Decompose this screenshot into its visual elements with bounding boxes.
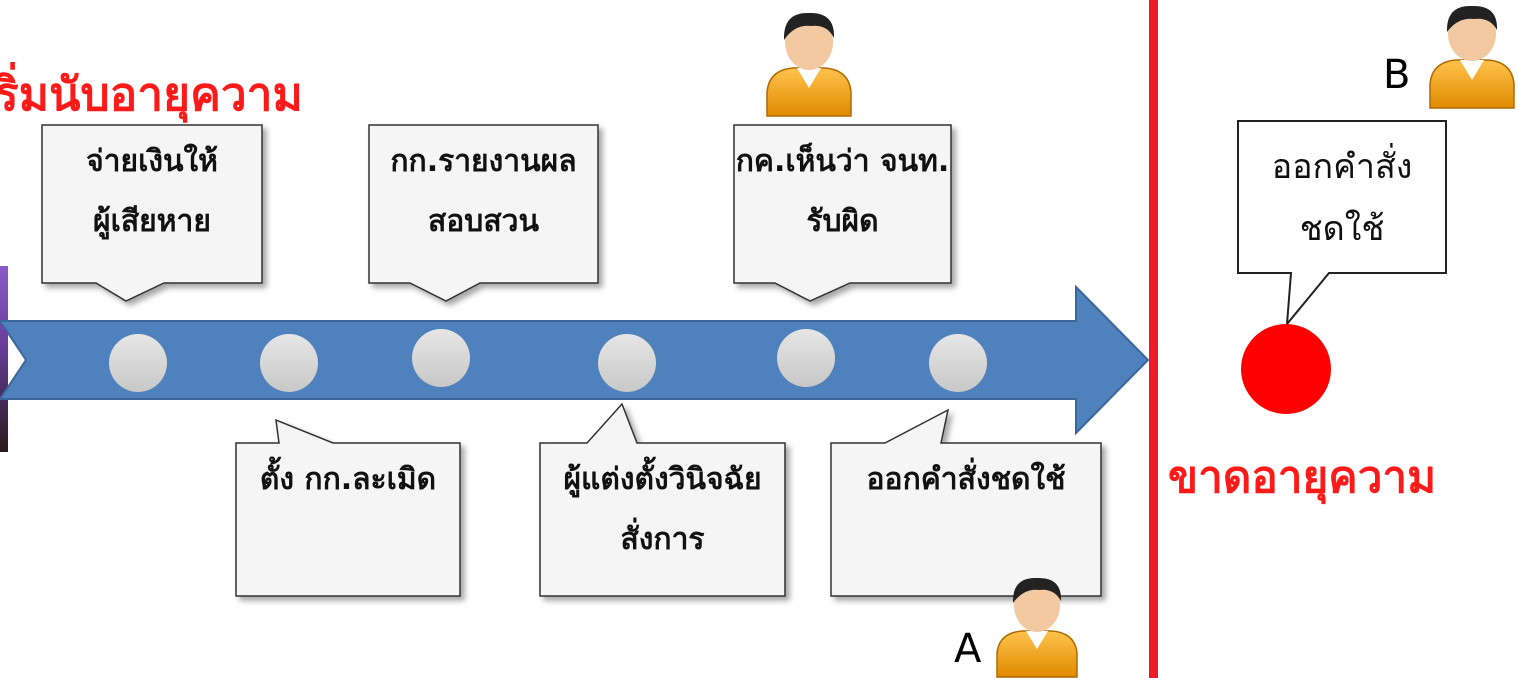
photo-edge — [0, 266, 8, 452]
callout-box — [235, 418, 461, 597]
timeline-dot — [929, 334, 987, 392]
callout-text: กค.เห็นว่า จนท.รับผิด — [735, 144, 950, 239]
timeline-dot — [598, 334, 656, 392]
callout-text: ออกคำสั่งชดใช้ — [866, 462, 1066, 497]
person-icon — [1429, 5, 1515, 109]
timeline-dot — [260, 334, 318, 392]
person-icon — [996, 577, 1078, 678]
person-icon — [766, 12, 852, 117]
timeline-dot — [777, 329, 835, 387]
timeline-dot — [412, 329, 470, 387]
callout-text: ผู้แต่งตั้งวินิจฉัยสั่งการ — [563, 462, 762, 557]
callout-box-right — [1237, 120, 1447, 328]
label-b: B — [1383, 52, 1411, 98]
callout-text: ตั้ง กก.ละเมิด — [259, 462, 437, 497]
callout-text: กก.รายงานผลสอบสวน — [390, 144, 577, 239]
callout-text: จ่ายเงินให้ผู้เสียหาย — [86, 144, 218, 239]
callout-text: ออกคำสั่งชดใช้ — [1271, 147, 1413, 249]
label-a: A — [954, 626, 982, 672]
callout-box — [830, 408, 1102, 597]
deadline-line — [1149, 0, 1158, 678]
timeline-arrow — [0, 284, 1150, 436]
end-dot — [1241, 324, 1331, 414]
end-title: ขาดอายุความ — [1168, 452, 1437, 503]
callout-box — [368, 124, 599, 302]
callout-box — [539, 402, 786, 597]
start-title: ริ่มนับอายุความ — [0, 67, 303, 121]
callout-box — [41, 124, 263, 302]
callout-box — [733, 124, 952, 302]
timeline-dot — [109, 334, 167, 392]
